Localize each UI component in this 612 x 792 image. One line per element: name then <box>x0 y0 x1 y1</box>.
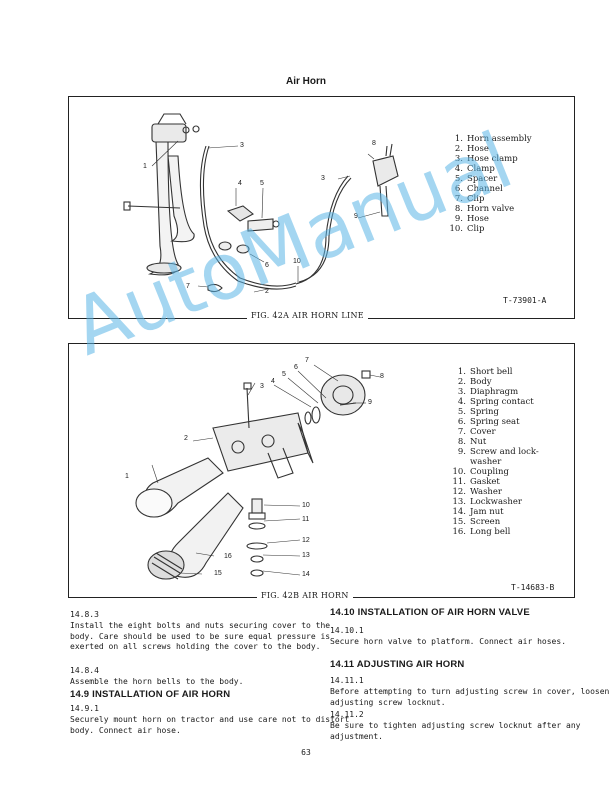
section-14-11-2-number: 14.11.2 <box>330 710 364 719</box>
legend-item: washer <box>470 457 502 467</box>
legend-item: 1.Horn assembly <box>454 134 532 144</box>
callout-4: 4 <box>238 180 242 187</box>
legend-item: 2.Hose <box>454 144 489 154</box>
section-14-11-1-text: Before attempting to turn adjusting scre… <box>330 687 610 707</box>
heading-14-10: 14.10 INSTALLATION OF AIR HORN VALVE <box>330 607 530 618</box>
callout-3b: 3 <box>321 175 325 182</box>
callout-b7: 7 <box>305 357 309 364</box>
section-14-11-2-text: Be sure to tighten adjusting screw lockn… <box>330 721 581 741</box>
callout-b9: 9 <box>368 399 372 406</box>
section-14-8-4-text: Assemble the horn bells to the body. <box>70 677 244 686</box>
figure-42b-caption: FIG. 42B AIR HORN <box>257 591 353 600</box>
callout-6: 6 <box>265 262 269 269</box>
callout-b2: 2 <box>184 435 188 442</box>
callout-8: 8 <box>372 140 376 147</box>
section-14-8-3-number: 14.8.3 <box>70 610 99 619</box>
callout-b4: 4 <box>271 378 275 385</box>
figure-42b-code: T-14683-B <box>511 583 555 592</box>
section-14-11-1-number: 14.11.1 <box>330 676 364 685</box>
legend-item: 9.Hose <box>454 214 489 224</box>
callout-2: 2 <box>265 288 269 295</box>
callout-b14: 14 <box>302 571 310 578</box>
callout-b12: 12 <box>302 537 310 544</box>
legend-item: 6.Spring seat <box>457 417 520 427</box>
legend-item: 5.Spacer <box>454 174 498 184</box>
figure-42a-caption: FIG. 42A AIR HORN LINE <box>247 311 368 320</box>
section-14-10-1-text: Secure horn valve to platform. Connect a… <box>330 637 567 646</box>
legend-item: 7.Cover <box>457 427 496 437</box>
callout-b8: 8 <box>380 373 384 380</box>
section-14-9-1-text: Securely mount horn on tractor and use c… <box>70 715 350 735</box>
callout-b10: 10 <box>302 502 310 509</box>
legend-item: 11.Gasket <box>452 477 500 487</box>
section-14-8-3-text: Install the eight bolts and nuts securin… <box>70 621 331 651</box>
callout-b16: 16 <box>224 553 232 560</box>
page-title: Air Horn <box>286 76 326 87</box>
legend-item: 1.Short bell <box>457 367 513 377</box>
heading-14-11: 14.11 ADJUSTING AIR HORN <box>330 659 465 670</box>
legend-item: 14.Jam nut <box>452 507 504 517</box>
legend-item: 6.Channel <box>454 184 503 194</box>
callout-3: 3 <box>240 142 244 149</box>
callout-1: 1 <box>143 163 147 170</box>
legend-item: 12.Washer <box>452 487 502 497</box>
legend-item: 8.Horn valve <box>454 204 515 214</box>
legend-item: 5.Spring <box>457 407 499 417</box>
figure-42a-code: T-73901-A <box>503 296 547 305</box>
callout-b13: 13 <box>302 552 310 559</box>
legend-item: 3.Hose clamp <box>454 154 518 164</box>
legend-item: 9.Screw and lock- <box>457 447 539 457</box>
callout-b6: 6 <box>294 364 298 371</box>
legend-item: 7.Clip <box>454 194 485 204</box>
legend-item: 10.Coupling <box>452 467 509 477</box>
legend-item: 13.Lockwasher <box>452 497 522 507</box>
legend-item: 4.Clamp <box>454 164 495 174</box>
legend-item: 16.Long bell <box>452 527 511 537</box>
heading-14-9: 14.9 INSTALLATION OF AIR HORN <box>70 689 231 700</box>
callout-5: 5 <box>260 180 264 187</box>
callout-b5: 5 <box>282 371 286 378</box>
callout-b3: 3 <box>260 383 264 390</box>
section-14-9-1-number: 14.9.1 <box>70 704 99 713</box>
page-number: 63 <box>301 748 311 757</box>
section-14-8-4-number: 14.8.4 <box>70 666 99 675</box>
legend-item: 10.Clip <box>449 224 485 234</box>
callout-b11: 11 <box>302 516 310 523</box>
legend-item: 15.Screen <box>452 517 501 527</box>
air-horn-exploded-drawing <box>135 364 381 580</box>
callout-9: 9 <box>354 213 358 220</box>
figure-42b-legend: 1.Short bell 2.Body 3.Diaphragm 4.Spring… <box>450 367 539 537</box>
legend-item: 2.Body <box>457 377 492 387</box>
callout-b15: 15 <box>214 570 222 577</box>
figure-42a-legend: 1.Horn assembly 2.Hose 3.Hose clamp 4.Cl… <box>447 134 532 234</box>
callout-10: 10 <box>293 258 301 265</box>
legend-item: 4.Spring contact <box>457 397 534 407</box>
air-horn-line-drawing <box>123 113 399 293</box>
section-14-10-1-number: 14.10.1 <box>330 626 364 635</box>
legend-item: 8.Nut <box>457 437 487 447</box>
callout-7: 7 <box>186 283 190 290</box>
legend-item: 3.Diaphragm <box>457 387 519 397</box>
callout-b1: 1 <box>125 473 129 480</box>
